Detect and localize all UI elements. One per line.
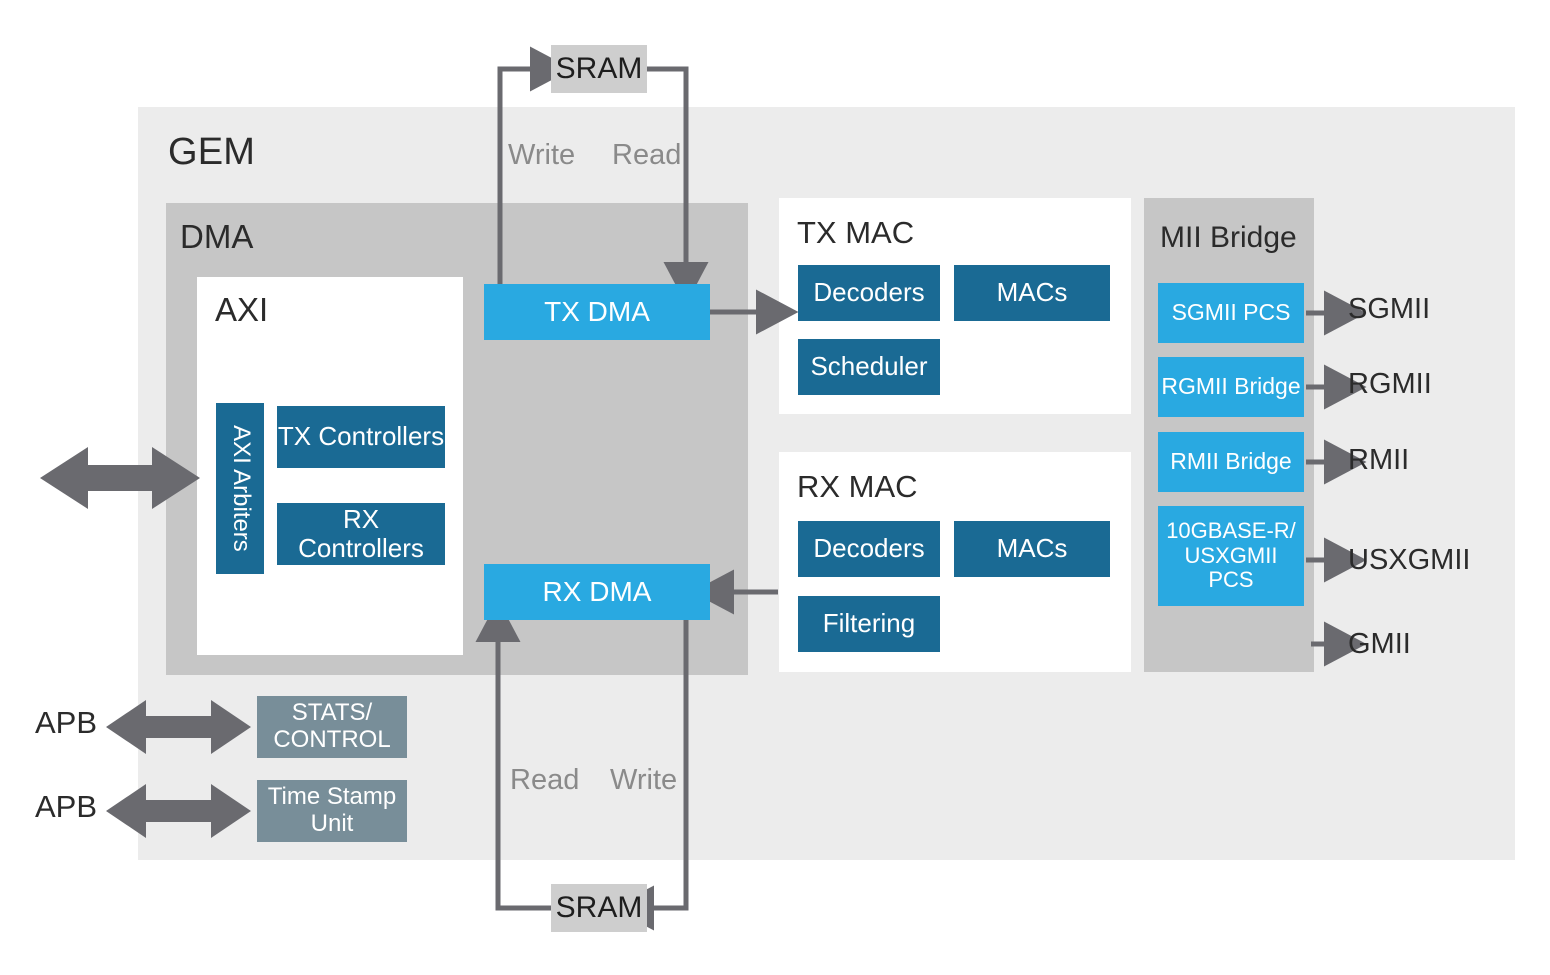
gem-title: GEM xyxy=(168,131,256,173)
apb-label-stats: APB xyxy=(35,705,98,740)
axi-arbiters-label: AXI Arbiters xyxy=(227,425,255,552)
axi-arbiters-block[interactable]: AXI Arbiters xyxy=(216,403,264,574)
usxgmii-pcs-block[interactable]: 10GBASE-R/ USXGMII PCS xyxy=(1158,506,1304,606)
port-label-gmii: GMII xyxy=(1348,628,1411,660)
axi-title: AXI xyxy=(215,291,269,328)
rx-mac-decoders-block[interactable]: Decoders xyxy=(798,521,940,577)
apb-label-tsu: APB xyxy=(35,789,98,824)
rmii-bridge-block[interactable]: RMII Bridge xyxy=(1158,432,1304,492)
port-label-usxgmii: USXGMII xyxy=(1348,544,1471,576)
rx-mac-macs-block[interactable]: MACs xyxy=(954,521,1110,577)
tx-mac-title: TX MAC xyxy=(797,215,915,250)
rx-mac-title: RX MAC xyxy=(797,469,918,504)
rx-dma-block[interactable]: RX DMA xyxy=(484,564,710,620)
flow-label-write-top: Write xyxy=(508,139,576,171)
port-label-rgmii: RGMII xyxy=(1348,368,1432,400)
stats-control-block[interactable]: STATS/ CONTROL xyxy=(257,696,407,758)
port-label-rmii: RMII xyxy=(1348,444,1410,476)
port-label-sgmii: SGMII xyxy=(1348,293,1431,325)
flow-label-read-top: Read xyxy=(612,139,682,171)
tx-dma-block[interactable]: TX DMA xyxy=(484,284,710,340)
sram-bottom-block[interactable]: SRAM xyxy=(551,884,647,932)
time-stamp-unit-block[interactable]: Time Stamp Unit xyxy=(257,780,407,842)
rgmii-bridge-block[interactable]: RGMII Bridge xyxy=(1158,357,1304,417)
rx-controllers-block[interactable]: RX Controllers xyxy=(277,503,445,565)
tx-mac-decoders-block[interactable]: Decoders xyxy=(798,265,940,321)
flow-label-read-bottom: Read xyxy=(510,764,580,796)
mii-bridge-title: MII Bridge xyxy=(1160,221,1297,254)
dma-title: DMA xyxy=(180,218,254,255)
tx-mac-scheduler-block[interactable]: Scheduler xyxy=(798,339,940,395)
rx-mac-filtering-block[interactable]: Filtering xyxy=(798,596,940,652)
flow-label-write-bottom: Write xyxy=(610,764,678,796)
sram-top-block[interactable]: SRAM xyxy=(551,45,647,93)
sgmii-pcs-block[interactable]: SGMII PCS xyxy=(1158,283,1304,343)
tx-mac-macs-block[interactable]: MACs xyxy=(954,265,1110,321)
tx-controllers-block[interactable]: TX Controllers xyxy=(277,406,445,468)
